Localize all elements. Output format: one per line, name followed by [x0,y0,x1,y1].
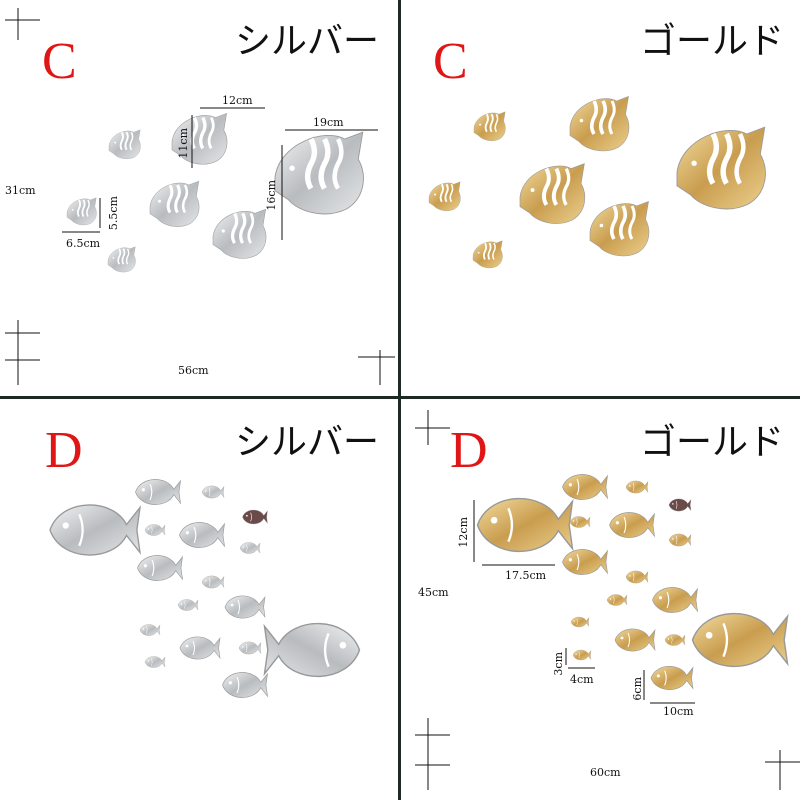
color-label: ゴールド [640,422,785,463]
angelfish-mirror-sticker [473,111,506,141]
fish-mirror-sticker [614,628,656,652]
color-label: ゴールド [640,21,785,62]
dim-label: 12cm [457,517,470,548]
fish-mirror-sticker [668,498,692,512]
fish-mirror-sticker [570,616,590,628]
panel-divider [398,0,401,800]
angelfish-mirror-sticker [589,201,650,257]
fish-mirror-sticker [691,612,789,668]
fish-mirror-sticker [569,516,591,528]
fish-mirror-sticker [201,485,225,499]
fish-mirror-sticker [179,636,221,660]
fish-mirror-sticker [650,666,694,690]
panel-divider [0,396,800,399]
fish-mirror-sticker [137,555,184,581]
color-label: シルバー [235,21,380,62]
variant-letter: D [45,422,83,479]
fish-mirror-sticker [49,504,142,556]
dim-label: 10cm [663,705,694,718]
angelfish-mirror-sticker [108,129,141,159]
fish-mirror-sticker [242,509,268,525]
fish-mirror-sticker [222,672,269,698]
fish-mirror-sticker [239,542,261,554]
dim-label: 31cm [5,184,36,197]
variant-letter: D [450,422,488,479]
angelfish-mirror-sticker [569,96,630,152]
fish-mirror-sticker [476,497,574,553]
dim-label: 11cm [177,128,190,159]
angelfish-mirror-sticker [519,163,586,224]
fish-mirror-sticker [606,594,628,606]
variant-letter: C [42,33,77,90]
dim-label: 60cm [590,766,621,779]
panel-d-gold [401,399,799,795]
fish-mirror-sticker [144,524,166,536]
fish-mirror-sticker [572,649,592,661]
fish-mirror-sticker [179,522,226,548]
fish-mirror-sticker [652,587,699,613]
angelfish-mirror-sticker [472,240,503,269]
dim-label: 45cm [418,586,449,599]
fish-mirror-sticker [135,479,182,505]
angelfish-mirror-sticker [212,208,267,259]
dim-label: 56cm [178,364,209,377]
angelfish-mirror-sticker [428,181,461,211]
fish-mirror-sticker [609,512,656,538]
dim-label: 19cm [313,116,344,129]
angelfish-mirror-sticker [676,126,766,210]
fish-mirror-sticker [562,474,609,500]
fish-mirror-sticker [625,480,649,494]
dim-label: 17.5cm [505,569,547,582]
dim-label: 5.5cm [107,196,120,231]
dim-label: 6cm [631,677,644,701]
dim-label: 12cm [222,94,253,107]
variant-letter: C [433,33,468,90]
color-label: シルバー [235,422,380,463]
angelfish-mirror-sticker [274,131,364,215]
angelfish-mirror-sticker [171,112,228,165]
fish-mirror-sticker [139,624,161,636]
dim-label: 3cm [552,652,565,676]
fish-mirror-sticker [625,570,649,584]
fish-mirror-sticker [177,599,199,611]
angelfish-mirror-sticker [66,197,97,226]
fish-mirror-sticker [664,634,686,646]
fish-mirror-sticker [144,656,166,668]
fish-mirror-sticker [263,622,361,678]
angelfish-mirror-sticker [149,180,200,227]
angelfish-mirror-sticker [107,246,136,273]
fish-mirror-sticker [238,641,262,655]
dim-label: 16cm [265,180,278,211]
fish-mirror-sticker [562,549,609,575]
fish-mirror-sticker [201,575,225,589]
dim-label: 6.5cm [66,237,101,250]
panel-d-silver [0,399,398,795]
fish-mirror-sticker [668,533,692,547]
dim-label: 4cm [570,673,594,686]
fish-mirror-sticker [224,595,266,619]
